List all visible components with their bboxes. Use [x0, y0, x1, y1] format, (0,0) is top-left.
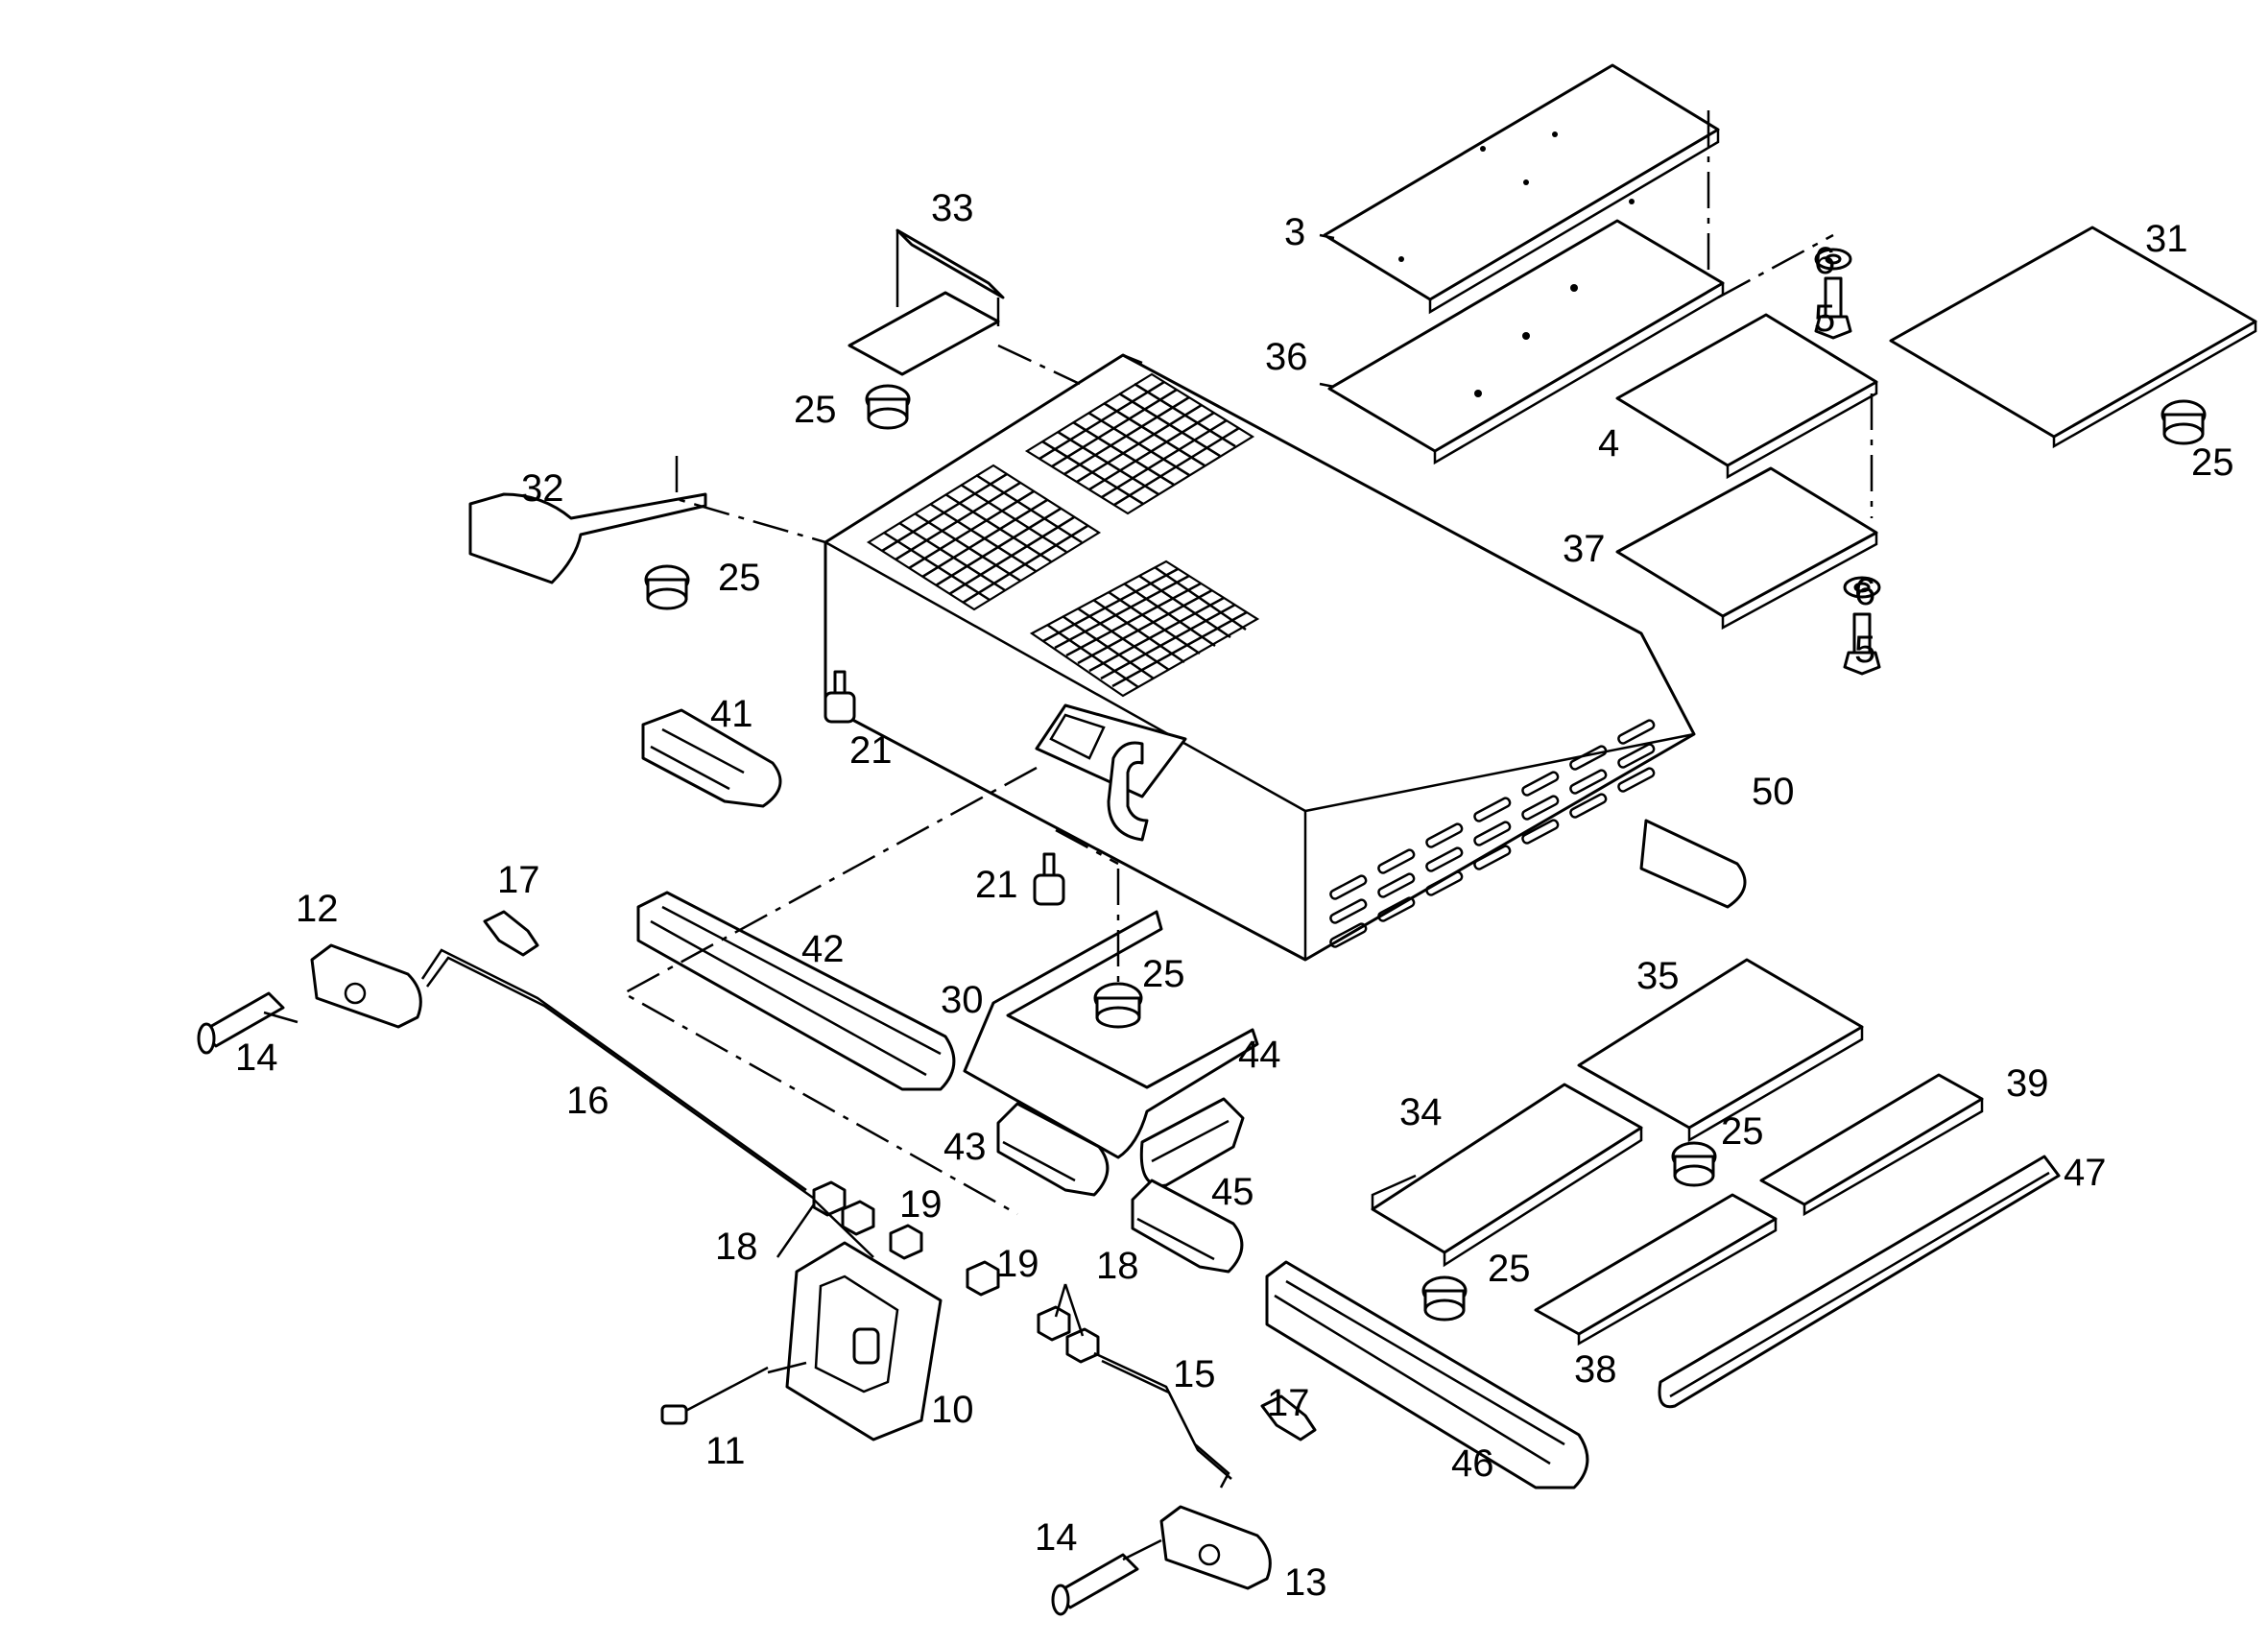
stud-21 [1033, 852, 1065, 906]
callout-6: 6 [1814, 240, 1835, 282]
pad-34 [1371, 1083, 1643, 1268]
main-housing [824, 353, 1696, 962]
callout-5: 5 [1854, 629, 1875, 671]
lever-13 [1159, 1505, 1272, 1590]
callout-13: 13 [1284, 1561, 1327, 1604]
callout-41: 41 [710, 693, 753, 735]
insulation-pad-31 [1889, 226, 2257, 449]
pad-39 [1759, 1073, 1984, 1217]
callout-25: 25 [718, 557, 761, 599]
top-grille-center [1029, 560, 1260, 698]
screw-14b [1051, 1553, 1139, 1616]
callout-25: 25 [1721, 1110, 1764, 1153]
channel-42 [636, 891, 956, 1091]
leader-lines [263, 233, 1335, 1561]
callout-14: 14 [235, 1036, 278, 1079]
top-grille-left [866, 464, 1102, 611]
callout-3: 3 [1284, 211, 1305, 253]
callout-6: 6 [1854, 571, 1875, 613]
isolator-25 [644, 564, 690, 610]
rod-15 [1093, 1351, 1232, 1489]
callout-32: 32 [521, 467, 564, 510]
control-panel-cutout [1035, 703, 1187, 842]
rod-16 [420, 948, 814, 1200]
callout-47: 47 [2064, 1152, 2107, 1194]
callout-14: 14 [1035, 1516, 1078, 1559]
callout-43: 43 [943, 1126, 987, 1168]
top-grille-right [1024, 372, 1255, 515]
callout-36: 36 [1265, 336, 1308, 378]
isolator-25 [1421, 1275, 1468, 1322]
isolator-25 [1671, 1141, 1717, 1187]
callout-5: 5 [1814, 298, 1835, 340]
clip-17b [1260, 1394, 1317, 1441]
clip-17 [483, 910, 539, 957]
callout-16: 16 [566, 1080, 609, 1122]
callout-25: 25 [794, 389, 837, 431]
isolator-25 [1093, 982, 1143, 1029]
callout-labels: 3 36 6 5 31 4 25 37 6 5 33 25 32 25 41 2… [235, 187, 2234, 1604]
callout-25: 25 [1142, 953, 1185, 995]
callout-12: 12 [296, 888, 339, 930]
washer-6 [1843, 576, 1881, 599]
seal-47 [1658, 1155, 2061, 1409]
cover-panel-3 [1323, 63, 1720, 315]
lever-12 [310, 943, 422, 1029]
callout-50: 50 [1752, 771, 1795, 813]
callout-19: 19 [996, 1243, 1039, 1285]
callout-35: 35 [1636, 955, 1680, 997]
stud-21 [824, 670, 856, 724]
callout-45: 45 [1211, 1171, 1254, 1213]
callout-17: 17 [497, 859, 540, 901]
callout-25: 25 [2191, 441, 2234, 484]
callout-42: 42 [801, 928, 845, 970]
callout-39: 39 [2006, 1062, 2049, 1105]
side-vent-slots [1329, 719, 1656, 948]
channel-46 [1265, 1260, 1589, 1489]
callout-18: 18 [715, 1226, 758, 1268]
callout-25: 25 [1488, 1248, 1531, 1290]
isolator-25 [2161, 399, 2207, 445]
lock-nut-18b [1037, 1305, 1100, 1364]
callout-38: 38 [1574, 1348, 1617, 1391]
callout-15: 15 [1173, 1353, 1216, 1395]
bolt-5 [1814, 276, 1852, 340]
cover-panel-4 [1615, 313, 1878, 480]
callout-34: 34 [1399, 1091, 1443, 1133]
callout-4: 4 [1598, 422, 1619, 465]
callout-44: 44 [1238, 1034, 1281, 1076]
pad-38 [1534, 1193, 1778, 1346]
callout-31: 31 [2145, 218, 2188, 260]
bracket-30 [963, 910, 1259, 1159]
callout-21: 21 [975, 864, 1018, 906]
nut-19 [889, 1224, 1000, 1297]
callout-33: 33 [931, 187, 974, 229]
seal-41 [641, 708, 782, 808]
bracket-32 [468, 492, 707, 584]
isolator-25 [865, 384, 911, 430]
gasket-plate-36 [1327, 219, 1725, 465]
callout-17: 17 [1267, 1382, 1310, 1424]
bolt-5 [1843, 612, 1881, 676]
washer-6 [1814, 248, 1852, 271]
assembly-lines [621, 110, 1874, 1216]
callout-46: 46 [1451, 1442, 1494, 1485]
seal-43 [996, 1102, 1110, 1197]
callout-21: 21 [849, 729, 893, 772]
latch-housing-10 [785, 1241, 943, 1441]
callout-10: 10 [931, 1389, 974, 1431]
screw-14 [197, 991, 285, 1055]
seal-50 [1639, 819, 1747, 909]
callout-19: 19 [899, 1183, 943, 1226]
bracket-33 [848, 228, 1005, 376]
seal-45 [1131, 1179, 1244, 1274]
callout-30: 30 [941, 979, 984, 1021]
gasket-plate-37 [1615, 466, 1878, 631]
bolt-11 [660, 1366, 769, 1425]
callout-37: 37 [1563, 528, 1606, 570]
callout-11: 11 [705, 1430, 746, 1472]
pad-35 [1577, 958, 1864, 1143]
callout-18: 18 [1096, 1245, 1139, 1287]
